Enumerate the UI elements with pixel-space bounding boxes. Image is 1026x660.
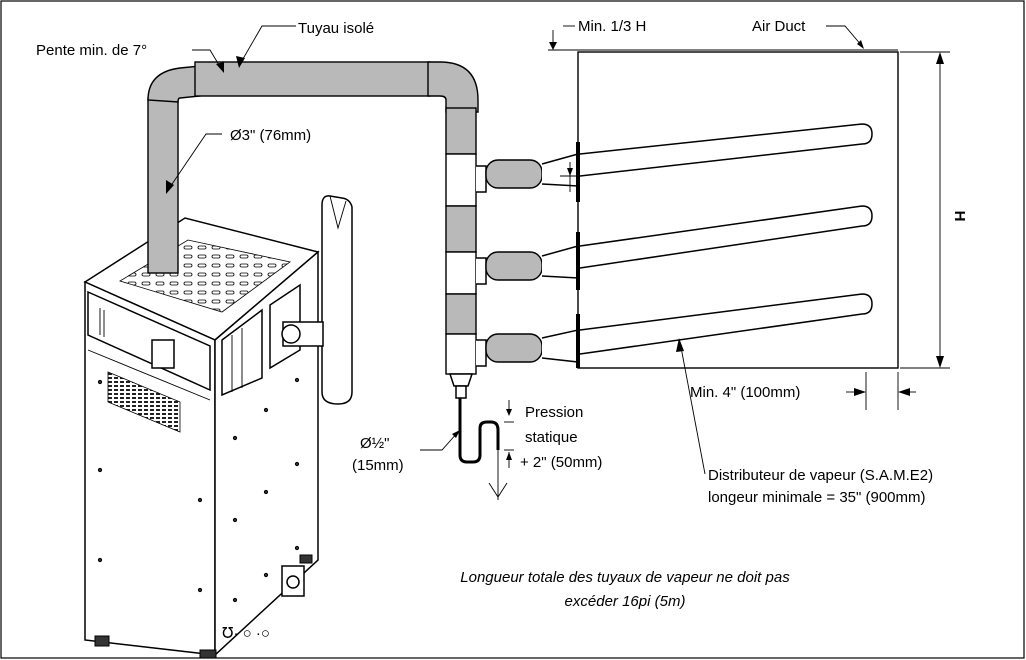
pipe-drop-segment bbox=[445, 107, 477, 155]
note-line-2: excéder 16pi (5m) bbox=[565, 593, 686, 610]
unit-front-grill bbox=[107, 371, 181, 433]
branch-insulation bbox=[485, 333, 543, 363]
pipe-horizontal bbox=[194, 61, 431, 97]
outlet-tube-body bbox=[321, 195, 353, 405]
distributor-tube-1 bbox=[579, 123, 873, 177]
label-pressure-1: Pression bbox=[525, 404, 583, 421]
label-pressure-2: statique bbox=[525, 429, 578, 446]
distributor-tube-2 bbox=[579, 205, 873, 269]
label-air-duct: Air Duct bbox=[752, 18, 806, 35]
steam-outlet-tube bbox=[281, 195, 353, 405]
pipe-elbow-left bbox=[147, 65, 201, 103]
condensate-trap bbox=[458, 398, 508, 500]
distributor-tube-3 bbox=[579, 293, 873, 355]
label-distributor-2: longeur minimale = 35" (900mm) bbox=[708, 489, 926, 506]
mount-plate bbox=[576, 142, 580, 202]
mount-plate bbox=[576, 314, 580, 368]
branch-insulation bbox=[485, 251, 543, 281]
labels: Pente min. de 7° Tuyau isolé Ø3" (76mm) … bbox=[36, 18, 968, 610]
unit-control-band bbox=[87, 290, 211, 392]
pipe-elbow-right bbox=[427, 61, 479, 113]
air-duct bbox=[576, 51, 899, 369]
svg-text:℧· ○ ·○: ℧· ○ ·○ bbox=[222, 625, 270, 642]
trap-pipe bbox=[458, 398, 500, 464]
label-distributor-1: Distributeur de vapeur (S.A.M.E2) bbox=[708, 467, 933, 484]
mount-plate bbox=[576, 232, 580, 290]
label-min-4in: Min. 4" (100mm) bbox=[690, 384, 800, 401]
label-insulated-pipe: Tuyau isolé bbox=[298, 20, 374, 37]
dimension-lines bbox=[166, 25, 950, 475]
label-drain-diameter-1: Ø½" bbox=[360, 435, 390, 452]
unit-foot bbox=[299, 554, 313, 564]
humidifier-unit: ℧· ○ ·○ bbox=[83, 217, 320, 659]
unit-foot bbox=[94, 635, 110, 647]
label-pipe-diameter: Ø3" (76mm) bbox=[230, 127, 311, 144]
label-min-third-h: Min. 1/3 H bbox=[578, 18, 646, 35]
label-slope: Pente min. de 7° bbox=[36, 42, 147, 59]
branch-insulation bbox=[485, 159, 543, 189]
label-pressure-3: + 2" (50mm) bbox=[520, 454, 602, 471]
note-line-1: Longueur totale des tuyaux de vapeur ne … bbox=[460, 569, 790, 586]
label-drain-diameter-2: (15mm) bbox=[352, 457, 404, 474]
unit-display bbox=[151, 339, 175, 369]
label-height: H bbox=[951, 211, 968, 222]
unit-foot bbox=[199, 649, 217, 659]
